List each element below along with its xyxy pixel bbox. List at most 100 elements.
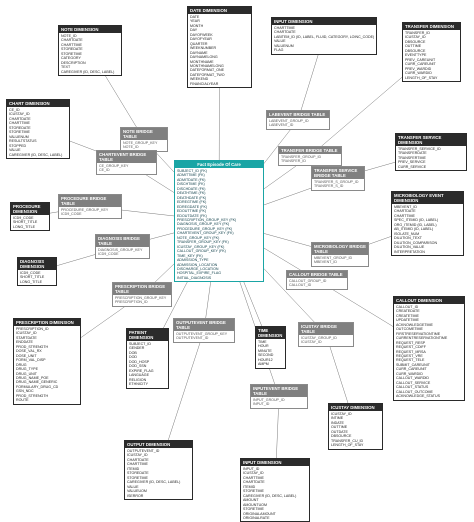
table-field: ORIGINALRATE — [243, 516, 307, 520]
table-field: ETHNICITY — [129, 382, 166, 386]
table-field: LONG_TITLE — [20, 280, 54, 284]
table-title: PROCEDURE DIMENSION — [11, 203, 49, 215]
relationship-line — [365, 162, 395, 171]
table-field: CAREGIVER (ID, DESC, LABEL) — [61, 70, 119, 74]
table-field: PRESCRIPTION_ID — [115, 300, 169, 304]
table-field: CE_ID — [99, 168, 154, 172]
relationship-line — [57, 255, 95, 266]
relationship-line — [105, 76, 136, 127]
relationship-line — [156, 152, 174, 172]
table-title: PROCEDURE BRIDGE TABLE — [59, 195, 121, 207]
table-title: NOTE BRIDGE TABLE — [121, 128, 167, 140]
table-title: TRANSFER SERVICE DIMENSION — [396, 134, 466, 146]
table-title: INPUT DIMENSION — [241, 459, 309, 466]
relationship-line — [264, 166, 296, 189]
relationship-line — [276, 409, 278, 458]
table-title: LABEVENT BRIDGE TABLE — [267, 111, 329, 118]
table-title: TIME DIMENSION — [256, 327, 285, 339]
table-title: DIAGNOSIS DIMENSION — [18, 258, 56, 270]
relationship-line — [330, 347, 348, 403]
relationship-line — [301, 55, 318, 110]
table-field: LENGTH_OF_STAY — [405, 76, 458, 80]
table-title: TRANSFER SERVICE BRIDGE TABLE — [312, 167, 364, 179]
relationship-line — [150, 233, 174, 239]
table-title: OUTPUT DIMENSION — [125, 441, 192, 448]
table-field: ACKNOWLEDGE_STATUS — [396, 394, 462, 398]
table-field: CAREGIVER (ID, DESC, LABEL) — [9, 153, 67, 157]
table-title: TRANSFER BRIDGE TABLE — [279, 147, 341, 154]
table-field: CALLOUT_ID — [289, 283, 345, 287]
relationship-line — [244, 282, 262, 326]
table-title: Fact Episode Of Care — [175, 161, 263, 168]
table-title: DATE DIMENSION — [188, 7, 251, 14]
relationship-line — [322, 77, 402, 146]
table-title: ICUSTAY BRIDGE TABLE — [299, 323, 353, 335]
table-field: OUTPUTEVENT_ID — [176, 336, 232, 340]
table-title: OUTPUTEVENT BRIDGE TABLE — [174, 319, 234, 331]
table-field: ICD9_CODE — [98, 252, 147, 256]
table-field: TRANSFER_ID — [281, 159, 339, 163]
relationship-line — [264, 233, 311, 246]
table-title: MICROBIOLOGY EVENT DIMENSION — [392, 192, 463, 204]
table-title: PRESCRIPTION DIMENSION — [14, 319, 80, 326]
table-field: CURR_SERVICE — [398, 165, 464, 169]
table-field: ISERROR — [127, 494, 190, 498]
table-title: PRESCRIPTION BRIDGE TABLE — [113, 283, 171, 295]
table-title: CALLOUT DIMENSION — [394, 297, 464, 304]
table-title: CALLOUT BRIDGE TABLE — [287, 271, 347, 278]
table-title: TRANSFER DIMENSION — [403, 23, 460, 30]
relationship-line — [206, 282, 211, 318]
table-field: ICD9_CODE — [61, 212, 119, 216]
table-title: ICUSTAY DIMENSION — [329, 404, 382, 411]
table-title: CHART DIMENSION — [7, 100, 69, 107]
table-field: ICUSTAY_ID — [301, 340, 351, 344]
table-title: INPUT DIMENSION — [272, 18, 376, 25]
table-title: NOTE DIMENSION — [59, 26, 121, 33]
table-field: LABITEM_ID (ID, LABEL, FLUID, CATEGORY, … — [274, 35, 374, 39]
relationship-line — [264, 248, 300, 270]
table-title: PATIENT DIMENSION — [127, 329, 168, 341]
table-field: LENGTH_OF_STAY — [331, 443, 380, 447]
